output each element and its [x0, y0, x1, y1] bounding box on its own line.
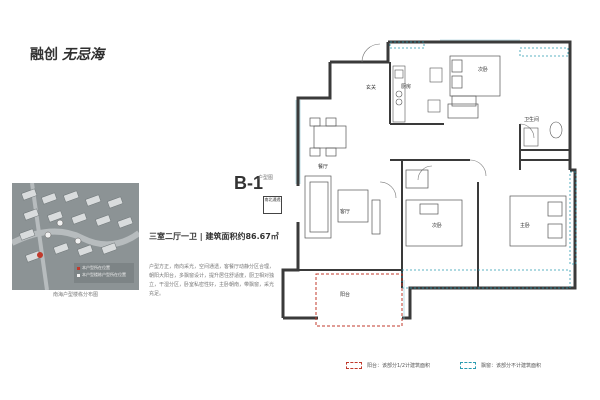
room-label-entry: 玄关 — [366, 85, 377, 91]
room-label-kitchen: 厨房 — [401, 84, 412, 90]
room-label-dining: 餐厅 — [318, 164, 329, 170]
room-label-secondary-bedroom-top: 次卧 — [478, 67, 489, 73]
keyplan-legend-other: 本户型楼栋户型所在位置 — [82, 272, 126, 277]
unit-type-sub: 户型图 — [258, 175, 274, 181]
legend-balcony-text: 阳台：该部分1/2计建筑面积 — [367, 363, 431, 369]
site-key-plan: 本户型所在位置 本户型楼栋户型所在位置 — [10, 182, 141, 291]
legend-balcony: 阳台：该部分1/2计建筑面积 — [346, 362, 430, 369]
room-label-master: 主卧 — [520, 223, 531, 229]
orientation-badge: 南北通透 — [263, 196, 282, 214]
legend-bay-window: 飘窗：该部分不计建筑面积 — [460, 362, 541, 369]
unit-summary: 三室二厅一卫 | 建筑面积约86.67㎡ — [149, 232, 279, 241]
brand-header: 融创 无忌海 — [30, 44, 104, 64]
brand-logo: 融创 — [30, 47, 58, 63]
room-label-balcony: 阳台 — [340, 292, 351, 298]
room-label-secondary-bedroom-bottom: 次卧 — [432, 223, 443, 229]
bay-window-swatch — [460, 362, 476, 369]
unit-type-code: B-1 — [234, 173, 264, 193]
legend-bay-text: 飘窗：该部分不计建筑面积 — [481, 363, 542, 369]
current-unit-marker — [37, 252, 43, 258]
keyplan-caption: 南海户型楼栋分布图 — [52, 292, 98, 298]
site-plan-graphic — [10, 182, 141, 291]
room-label-living: 客厅 — [340, 209, 351, 215]
keyplan-legend-current: 本户型所在位置 — [82, 265, 110, 270]
project-name: 无忌海 — [62, 47, 104, 63]
unit-description: 户型方正，南向采光，空间通透，客餐厅动静分区合理，朝阳大阳台，多飘窗设计，提升居… — [149, 264, 275, 297]
orientation-label: 南北通透 — [264, 197, 281, 202]
room-label-bathroom: 卫生间 — [524, 117, 540, 123]
balcony-swatch — [346, 362, 362, 369]
